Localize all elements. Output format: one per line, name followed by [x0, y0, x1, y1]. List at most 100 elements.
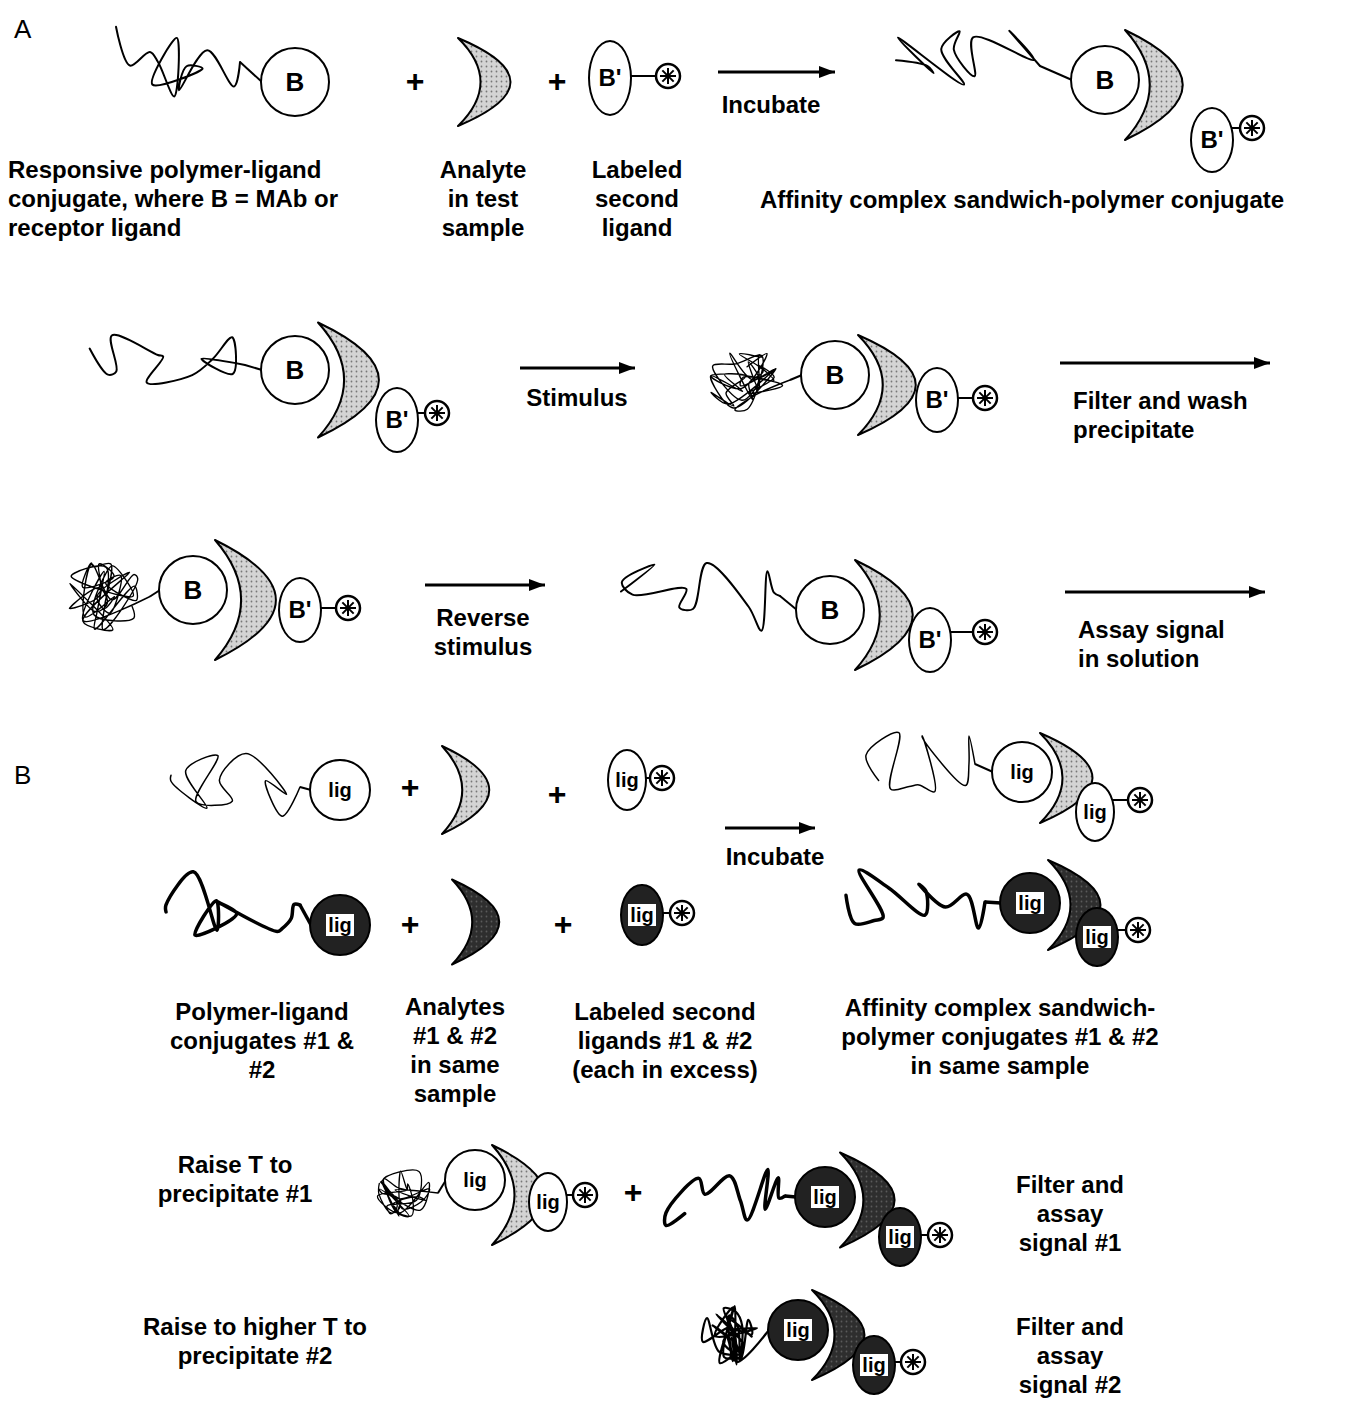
plus-sign: +	[400, 62, 430, 100]
ligand-label: lig	[811, 1186, 838, 1208]
label-tether	[1113, 799, 1128, 801]
labeled-ligand-oval: lig	[620, 884, 663, 946]
labeled-ligand-oval: B'	[588, 40, 632, 116]
process-arrow	[520, 367, 635, 370]
capture-ligand-circle: B	[260, 335, 330, 405]
arrow-label: Filter and wash precipitate	[1073, 386, 1343, 444]
polymer-tether	[1040, 66, 1072, 80]
arrow-label: Assay signal in solution	[1078, 615, 1238, 673]
polymer-chain	[866, 732, 975, 792]
ligand-label: B'	[385, 407, 408, 433]
analyte-crescent	[458, 38, 511, 126]
process-arrow	[725, 827, 815, 830]
signal-asterisk	[676, 907, 687, 918]
panel-letter: A	[14, 14, 54, 45]
analyte-crescent	[442, 746, 489, 834]
capture-ligand-circle: lig	[309, 894, 371, 956]
signal-label	[973, 620, 997, 644]
signal-label	[573, 1183, 597, 1207]
plus-sign: +	[395, 905, 425, 943]
ligand-label: lig	[1016, 892, 1043, 914]
signal-asterisk	[1246, 122, 1257, 133]
signal-asterisk	[979, 392, 990, 403]
polymer-chain	[846, 870, 985, 928]
polymer-chain	[116, 27, 240, 97]
component-caption: Responsive polymer-ligand conjugate, whe…	[8, 155, 368, 242]
ligand-label: B'	[925, 387, 948, 413]
ligand-label: B	[1096, 66, 1115, 95]
polymer-chain	[896, 31, 1040, 85]
signal-asterisk	[342, 602, 353, 613]
component-caption: Analyte in test sample	[427, 155, 539, 242]
labeled-ligand-oval: B'	[278, 577, 322, 643]
capture-ligand-circle: B	[800, 340, 870, 410]
polymer-chain	[69, 563, 150, 631]
labeled-ligand-oval: lig	[607, 749, 647, 811]
signal-label	[656, 64, 680, 88]
ligand-label: B	[821, 596, 840, 625]
capture-ligand-circle: lig	[309, 759, 371, 821]
capture-ligand-circle: B	[795, 575, 865, 645]
component-caption: Analytes #1 & #2 in same sample	[400, 992, 510, 1108]
labeled-ligand-oval: B'	[1190, 107, 1234, 173]
capture-ligand-circle: lig	[444, 1149, 506, 1211]
signal-asterisk	[656, 772, 667, 783]
process-arrow	[1065, 591, 1265, 594]
labeled-ligand-oval: lig	[1075, 907, 1118, 967]
signal-asterisk	[907, 1356, 918, 1367]
arrow-label: Stimulus	[507, 383, 647, 412]
step-label: Raise to higher T to precipitate #2	[105, 1312, 405, 1370]
polymer-chain	[170, 754, 300, 817]
signal-label	[973, 386, 997, 410]
step-label: Filter and assay signal #1	[1008, 1170, 1133, 1257]
signal-asterisk	[431, 407, 442, 418]
ligand-label: B	[286, 68, 305, 97]
plus-sign: +	[618, 1173, 648, 1211]
capture-ligand-circle: B	[1070, 45, 1140, 115]
capture-ligand-circle: lig	[991, 741, 1053, 803]
polymer-chain	[90, 335, 245, 384]
label-tether	[950, 631, 973, 633]
label-tether	[957, 397, 973, 399]
step-label: Raise T to precipitate #1	[135, 1150, 335, 1208]
component-caption: Labeled second ligand	[572, 155, 702, 242]
panel-letter: B	[14, 760, 54, 791]
ligand-label: lig	[860, 1354, 887, 1376]
ligand-label: lig	[784, 1319, 811, 1341]
component-caption: Affinity complex sandwich-polymer conjug…	[760, 185, 1345, 214]
labeled-ligand-oval: lig	[1075, 782, 1115, 842]
signal-label	[1240, 116, 1264, 140]
ligand-label: B'	[598, 65, 621, 91]
ligand-label: B'	[1200, 127, 1223, 153]
ligand-label: B	[286, 356, 305, 385]
signal-label	[670, 901, 694, 925]
process-arrow	[718, 71, 835, 74]
ligand-label: lig	[615, 769, 638, 791]
plus-sign: +	[542, 62, 572, 100]
ligand-label: lig	[328, 779, 351, 801]
arrow-label: Incubate	[701, 90, 841, 119]
labeled-ligand-oval: B'	[915, 367, 959, 433]
plus-sign: +	[542, 775, 572, 813]
component-caption: Affinity complex sandwich-polymer conjug…	[830, 993, 1170, 1080]
process-arrow	[425, 584, 545, 587]
step-label: Filter and assay signal #2	[1008, 1312, 1133, 1399]
signal-label	[928, 1223, 952, 1247]
ligand-label: lig	[1083, 926, 1110, 948]
signal-asterisk	[979, 626, 990, 637]
signal-label	[650, 766, 674, 790]
ligand-label: B	[184, 576, 203, 605]
ligand-label: B'	[918, 627, 941, 653]
signal-asterisk	[662, 70, 673, 81]
ligand-label: B'	[288, 597, 311, 623]
ligand-label: lig	[536, 1191, 559, 1213]
ligand-label: B	[826, 361, 845, 390]
label-tether	[320, 607, 336, 609]
polymer-chain	[702, 1306, 765, 1364]
polymer-chain	[621, 563, 780, 631]
analyte-crescent	[452, 880, 499, 965]
signal-asterisk	[1132, 924, 1143, 935]
labeled-ligand-oval: B'	[375, 387, 419, 453]
signal-label	[1126, 918, 1150, 942]
